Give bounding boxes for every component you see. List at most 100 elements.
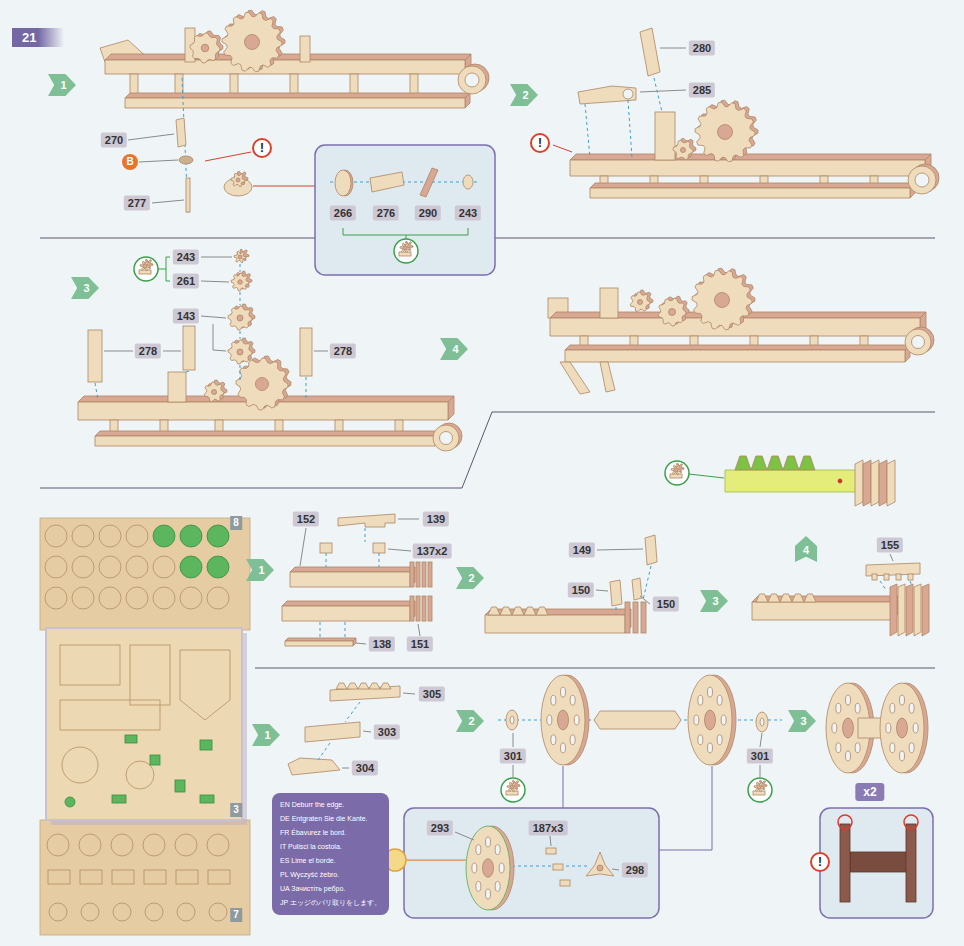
finger: [428, 562, 432, 587]
peg: [546, 848, 556, 854]
callout-number: 155: [877, 538, 903, 553]
part-icon: [394, 239, 418, 263]
gear: [140, 261, 150, 271]
plank-edge: [285, 638, 356, 641]
post: [300, 328, 312, 376]
tooth: [358, 683, 369, 689]
sheet-cutout: [60, 700, 160, 730]
gear: [231, 173, 245, 187]
finger: [908, 574, 913, 580]
leader-line: [406, 859, 466, 860]
gear-hub: [238, 280, 243, 285]
assembly-guide: [326, 553, 327, 568]
small-piece: [176, 118, 186, 147]
leader-line: [597, 549, 643, 550]
plank-face: [105, 60, 465, 74]
callout-number: 305: [419, 687, 445, 702]
piece: [305, 722, 360, 742]
assembly-guide: [365, 528, 366, 542]
assembly-guide: [320, 622, 321, 638]
gear: [234, 251, 246, 263]
sheet-cutout: [180, 556, 202, 578]
wheel-hole: [708, 743, 713, 753]
part-icon: [748, 778, 772, 802]
inset-panel: [820, 808, 933, 918]
bracket: [343, 228, 468, 235]
warning-mark: !: [252, 138, 272, 158]
gear-hub: [638, 300, 643, 305]
finger: [428, 596, 432, 621]
tooth: [336, 683, 347, 689]
divider: [40, 238, 935, 668]
gear: [630, 292, 650, 312]
leader-line: [640, 596, 650, 604]
leader-line: [356, 643, 366, 644]
gear-hub: [237, 349, 243, 355]
leader-line: [342, 768, 349, 769]
sheet-cutout: [207, 525, 229, 547]
wheel-hole: [846, 751, 851, 761]
gear: [236, 358, 288, 410]
wheel-hole: [570, 735, 575, 745]
ring: [908, 166, 936, 194]
sheet-cutout: [145, 903, 163, 921]
tooth: [488, 607, 500, 615]
step-number: 2: [456, 710, 484, 732]
plate: [922, 584, 929, 636]
callout-number: 290: [415, 206, 441, 221]
gear-hub: [718, 125, 733, 140]
tooth: [735, 456, 751, 470]
assembly-guide: [654, 78, 662, 112]
sheet-cutout: [153, 556, 175, 578]
wheel-hole: [698, 695, 703, 705]
wheel-side: [906, 824, 916, 902]
leader-line: [612, 869, 619, 870]
post: [655, 112, 675, 160]
sheet-cutout: [60, 645, 120, 685]
gear-hub: [715, 293, 730, 308]
tooth: [804, 594, 816, 602]
sheet-cutout: [144, 870, 166, 884]
leader-line: [201, 316, 226, 318]
plate: [855, 460, 863, 506]
quantity-badge: x2: [855, 783, 884, 801]
callout-number: 149: [569, 543, 595, 558]
sheet-number: 8: [230, 516, 242, 530]
sheet-cutout: [99, 556, 121, 578]
plank-face: [590, 188, 910, 198]
highlighted-cutout: [125, 735, 137, 743]
wheel-hole: [717, 735, 722, 745]
leader-line: [550, 836, 551, 846]
plank-edge: [590, 183, 915, 188]
ring: [433, 425, 459, 451]
wheel-hole: [561, 687, 566, 697]
sheet-cutout: [209, 903, 227, 921]
sheet-cutout: [112, 870, 134, 884]
assembly-guide: [240, 331, 241, 339]
callout-number: 139: [423, 512, 449, 527]
tooth: [536, 607, 548, 615]
wheel-hole: [551, 695, 556, 705]
leader-line: [660, 48, 686, 49]
tooth: [792, 594, 804, 602]
piece: [645, 535, 657, 565]
wheel-hole: [499, 863, 504, 873]
tooth: [512, 607, 524, 615]
gear: [692, 270, 752, 330]
plate: [898, 584, 905, 636]
leader-line: [104, 351, 133, 352]
wheel-hole: [486, 837, 491, 847]
gear-hub: [403, 246, 407, 250]
leader-line: [213, 324, 226, 351]
leader-line: [363, 731, 371, 732]
wheel: [541, 675, 585, 765]
ring-hole: [440, 432, 453, 445]
plate: [914, 584, 921, 636]
assembly-guide: [512, 866, 590, 867]
note-line: ES Lime el borde.: [280, 854, 381, 868]
leader-line: [890, 554, 893, 561]
washer: [756, 712, 768, 732]
assembly-guide: [628, 100, 632, 158]
note-line: UA Зачистіть ребро.: [280, 882, 381, 896]
